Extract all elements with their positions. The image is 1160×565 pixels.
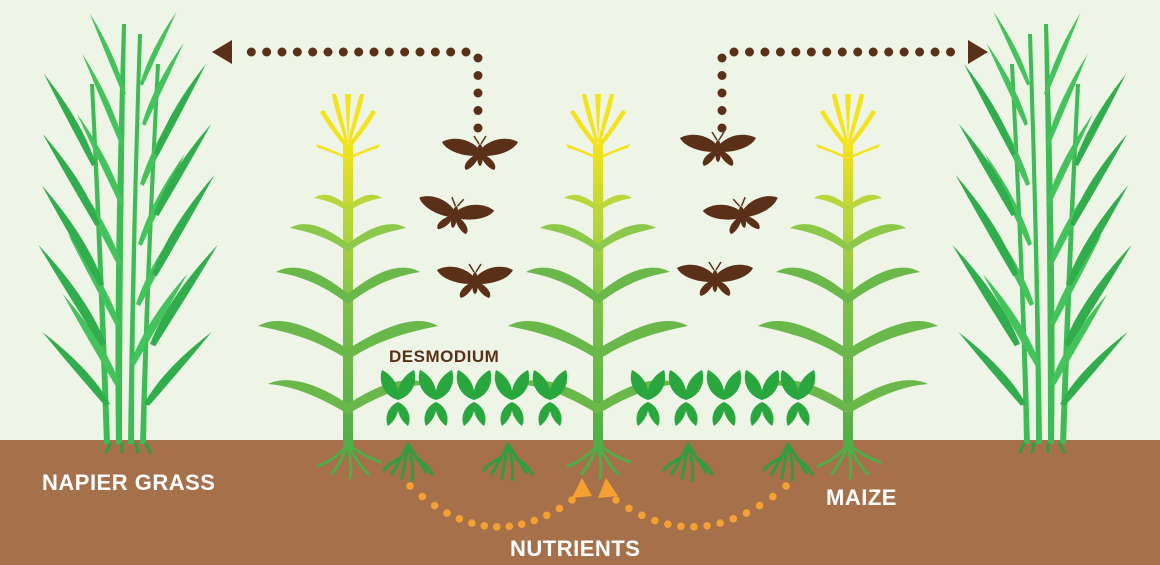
napier-grass-label: NAPIER GRASS [42, 470, 215, 495]
desmodium-label: DESMODIUM [389, 347, 499, 366]
maize-label: MAIZE [826, 485, 897, 510]
nutrients-label: NUTRIENTS [510, 536, 640, 561]
